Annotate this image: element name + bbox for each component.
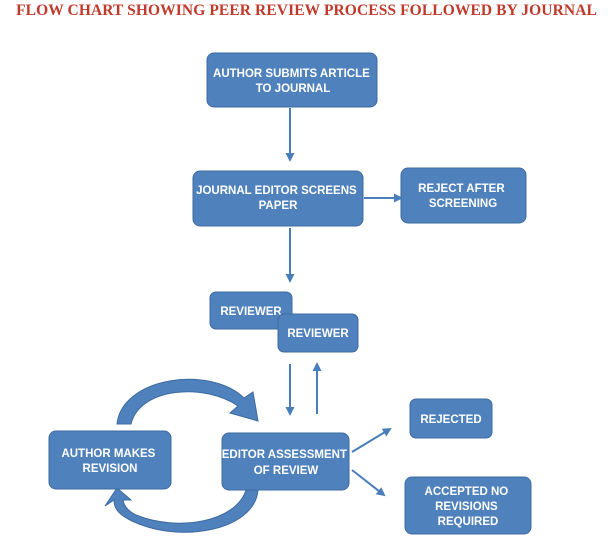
arrow-editor-to-accepted	[351, 469, 386, 497]
node-reviewer-1: REVIEWER	[209, 291, 293, 330]
node-reject-screening: REJECT AFTER SCREENING	[400, 167, 527, 224]
node-author-revision-line: AUTHOR MAKES	[61, 448, 155, 460]
node-editor-screens-line: PAPER	[259, 200, 298, 212]
svg-text:REJECT AFTER SCREENING: REJECT AFTER SCREENING	[418, 183, 508, 210]
node-rejected-line: REJECTED	[420, 414, 481, 426]
node-editor-assessment-line: EDITOR ASSESSMENT	[222, 449, 347, 461]
node-accepted-line: REVISIONS	[435, 501, 498, 513]
node-reject-screening-line: SCREENING	[429, 198, 497, 210]
node-reviewer-2: REVIEWER	[277, 313, 359, 353]
arrow-editor-to-rejected	[351, 427, 392, 453]
node-author-revision-line: REVISION	[83, 463, 138, 475]
svg-text:REJECTED: REJECTED	[420, 414, 481, 426]
svg-text:JOURNAL EDITOR SCREENS: JOURNAL EDITOR SCREENS PAPER	[196, 185, 360, 212]
node-rejected: REJECTED	[409, 398, 493, 439]
svg-text:REVIEWER: REVIEWER	[220, 306, 282, 318]
node-accepted: ACCEPTED NO REVISIONS REQUIRED	[404, 476, 532, 535]
svg-text:EDITOR ASSESSMENT OF R: EDITOR ASSESSMENT OF REVIEW	[222, 449, 350, 477]
node-author-submits-line: AUTHOR SUBMITS ARTICLE	[213, 68, 370, 80]
node-editor-assessment-line: OF REVIEW	[254, 465, 319, 477]
curved-arrow-editor-to-author	[104, 487, 259, 533]
svg-text:REVIEWER: REVIEWER	[287, 328, 349, 340]
node-editor-assessment: EDITOR ASSESSMENT OF REVIEW	[221, 432, 350, 491]
page-title: FLOW CHART SHOWING PEER REVIEW PROCESS F…	[16, 2, 597, 19]
node-reject-screening-line: REJECT AFTER	[418, 183, 505, 195]
node-editor-screens-line: JOURNAL EDITOR SCREENS	[196, 185, 357, 197]
node-reviewer-2-line: REVIEWER	[287, 328, 349, 340]
node-author-submits: AUTHOR SUBMITS ARTICLE TO JOURNAL	[206, 52, 378, 108]
svg-text:AUTHOR SUBMITS ARTICLE: AUTHOR SUBMITS ARTICLE TO JOURNAL	[213, 68, 373, 95]
node-accepted-line: REQUIRED	[438, 516, 499, 528]
node-author-submits-line: TO JOURNAL	[256, 83, 331, 95]
node-accepted-line: ACCEPTED NO	[425, 486, 509, 498]
svg-text:AUTHOR MAKES REVISION: AUTHOR MAKES REVISION	[61, 448, 158, 475]
node-editor-screens: JOURNAL EDITOR SCREENS PAPER	[192, 170, 364, 227]
svg-text:ACCEPTED NO REVISIONS: ACCEPTED NO REVISIONS REQUIRED	[425, 486, 512, 528]
curved-arrow-author-to-editor	[116, 378, 259, 425]
node-reviewer-1-line: REVIEWER	[220, 306, 282, 318]
node-author-revision: AUTHOR MAKES REVISION	[48, 430, 172, 490]
